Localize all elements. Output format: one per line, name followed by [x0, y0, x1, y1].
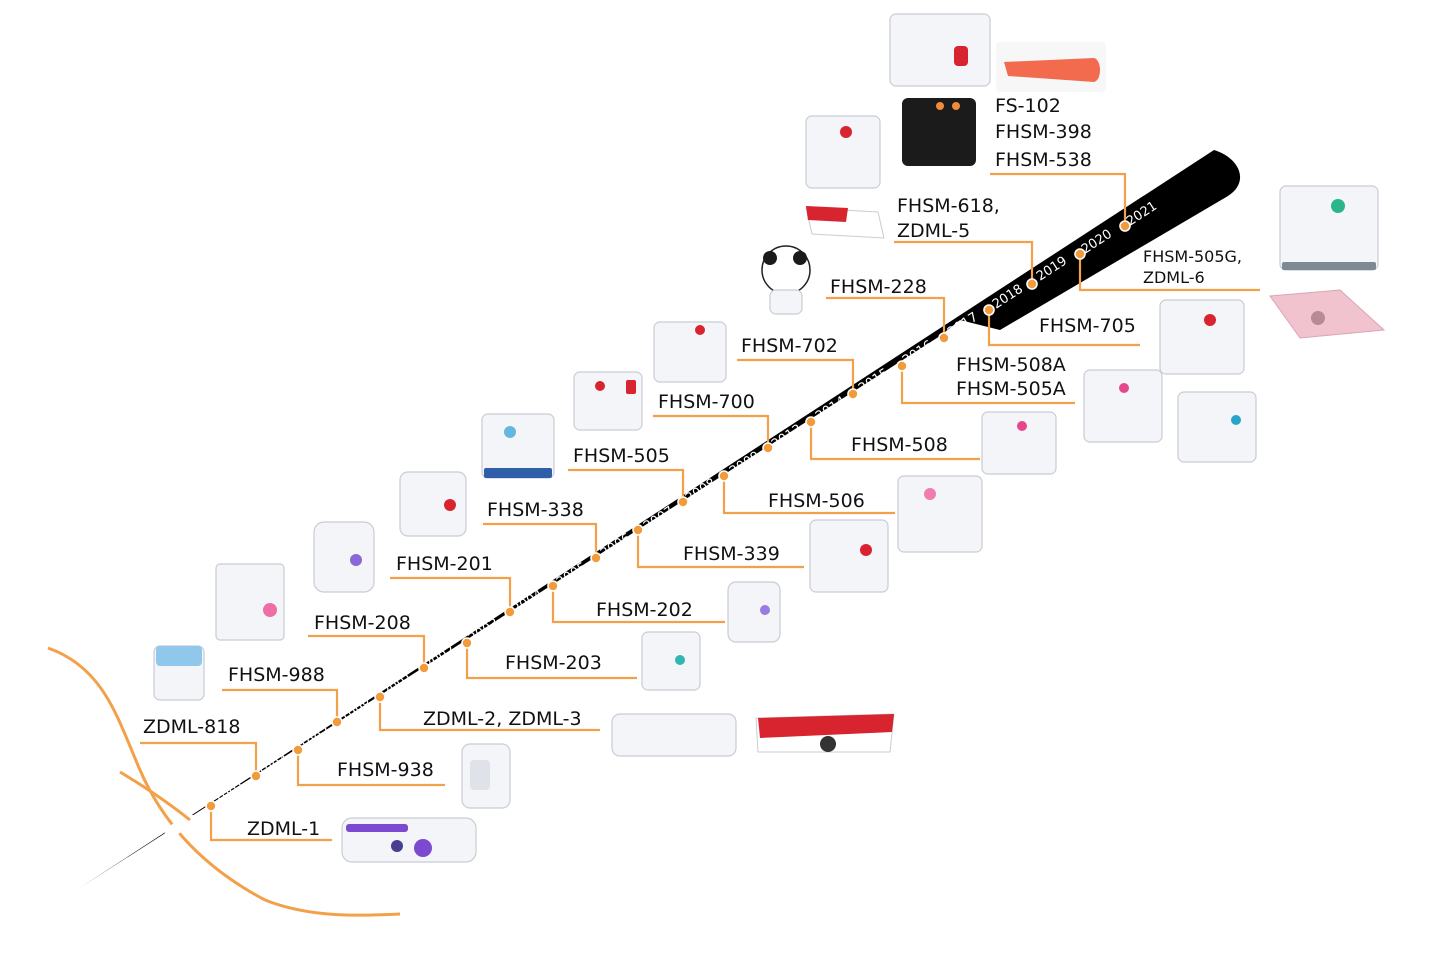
year-label: 2005	[554, 560, 590, 591]
needle-eye	[164, 814, 196, 838]
sewing-machine-image	[1159, 299, 1245, 375]
handheld-sewing-machine-image	[611, 713, 737, 757]
handheld-sewing-machine-image	[1269, 289, 1386, 339]
sewing-machine-image	[641, 631, 701, 691]
year-label: 2015	[856, 366, 892, 397]
sewing-machine-image	[809, 519, 889, 593]
model-label: FHSM-938	[337, 759, 434, 781]
handheld-sewing-machine-image	[341, 817, 477, 863]
model-label: FHSM-988	[228, 664, 325, 686]
model-label: FHSM-505G,	[1143, 247, 1242, 266]
sewing-machine-image	[573, 371, 643, 431]
model-label: FHSM-208	[314, 612, 411, 634]
model-label: FHSM-338	[487, 499, 584, 521]
year-label: 2009	[727, 449, 763, 480]
year-label: 2013	[769, 422, 805, 453]
sewing-machine-image	[481, 413, 555, 479]
model-label: ZDML-1	[247, 818, 320, 840]
sewing-machine-image	[1279, 185, 1379, 271]
thread-curve	[47, 646, 401, 917]
sewing-machine-image	[1083, 369, 1163, 443]
model-label: FHSM-228	[830, 276, 927, 298]
handheld-sewing-machine-image	[805, 206, 885, 239]
model-label: FHSM-705	[1039, 315, 1136, 337]
sewing-machine-image	[313, 521, 375, 593]
sewing-machine-image	[215, 563, 285, 641]
leader-lines	[140, 172, 1260, 842]
model-label: FHSM-508	[851, 434, 948, 456]
model-label: FS-102	[995, 95, 1061, 117]
model-label: FHSM-702	[741, 335, 838, 357]
sewing-machine-image	[153, 645, 205, 701]
product-images	[153, 13, 1386, 863]
model-label: FHSM-203	[505, 652, 602, 674]
handheld-sewing-machine-image	[755, 713, 895, 753]
model-label: FHSM-538	[995, 149, 1092, 171]
model-label: FHSM-506	[768, 490, 865, 512]
handheld-sewing-machine-image	[996, 42, 1106, 92]
model-labels: ZDML-1 ZDML-818 FHSM-938 FHSM-988 ZDML-2…	[143, 95, 1242, 840]
year-label: 2014	[813, 394, 849, 425]
milestone-dots	[205, 220, 1131, 812]
sewing-machine-image	[897, 475, 983, 553]
sewing-machine-image	[727, 581, 781, 643]
sewing-machine-image	[889, 13, 991, 87]
sewing-machine-image	[805, 115, 881, 189]
sewing-machine-image	[1177, 391, 1257, 463]
model-label: FHSM-339	[683, 543, 780, 565]
model-label: ZDML-2, ZDML-3	[423, 708, 582, 730]
model-label: ZDML-5	[897, 220, 970, 242]
sewing-machine-image	[981, 411, 1057, 475]
year-label: 2007	[641, 504, 677, 535]
model-label: FHSM-201	[396, 553, 493, 575]
model-label: FHSM-202	[596, 599, 693, 621]
sewing-machine-image	[653, 321, 727, 383]
sewing-machine-image	[902, 98, 976, 166]
year-label: 1991	[213, 779, 249, 810]
year-label: 1998	[339, 697, 375, 728]
model-label: FHSM-398	[995, 121, 1092, 143]
sewing-machine-image	[399, 471, 467, 537]
model-label: FHSM-505	[573, 445, 670, 467]
model-label: ZDML-6	[1143, 268, 1205, 287]
panda-sewing-machine-image	[761, 245, 811, 315]
sewing-machine-image	[461, 743, 511, 809]
model-label: ZDML-818	[143, 716, 240, 738]
model-label: FHSM-618,	[897, 195, 1000, 217]
model-label: FHSM-508A	[956, 354, 1066, 376]
model-label: FHSM-700	[658, 391, 755, 413]
model-label: FHSM-505A	[956, 378, 1066, 400]
year-label: 2006	[598, 531, 634, 562]
